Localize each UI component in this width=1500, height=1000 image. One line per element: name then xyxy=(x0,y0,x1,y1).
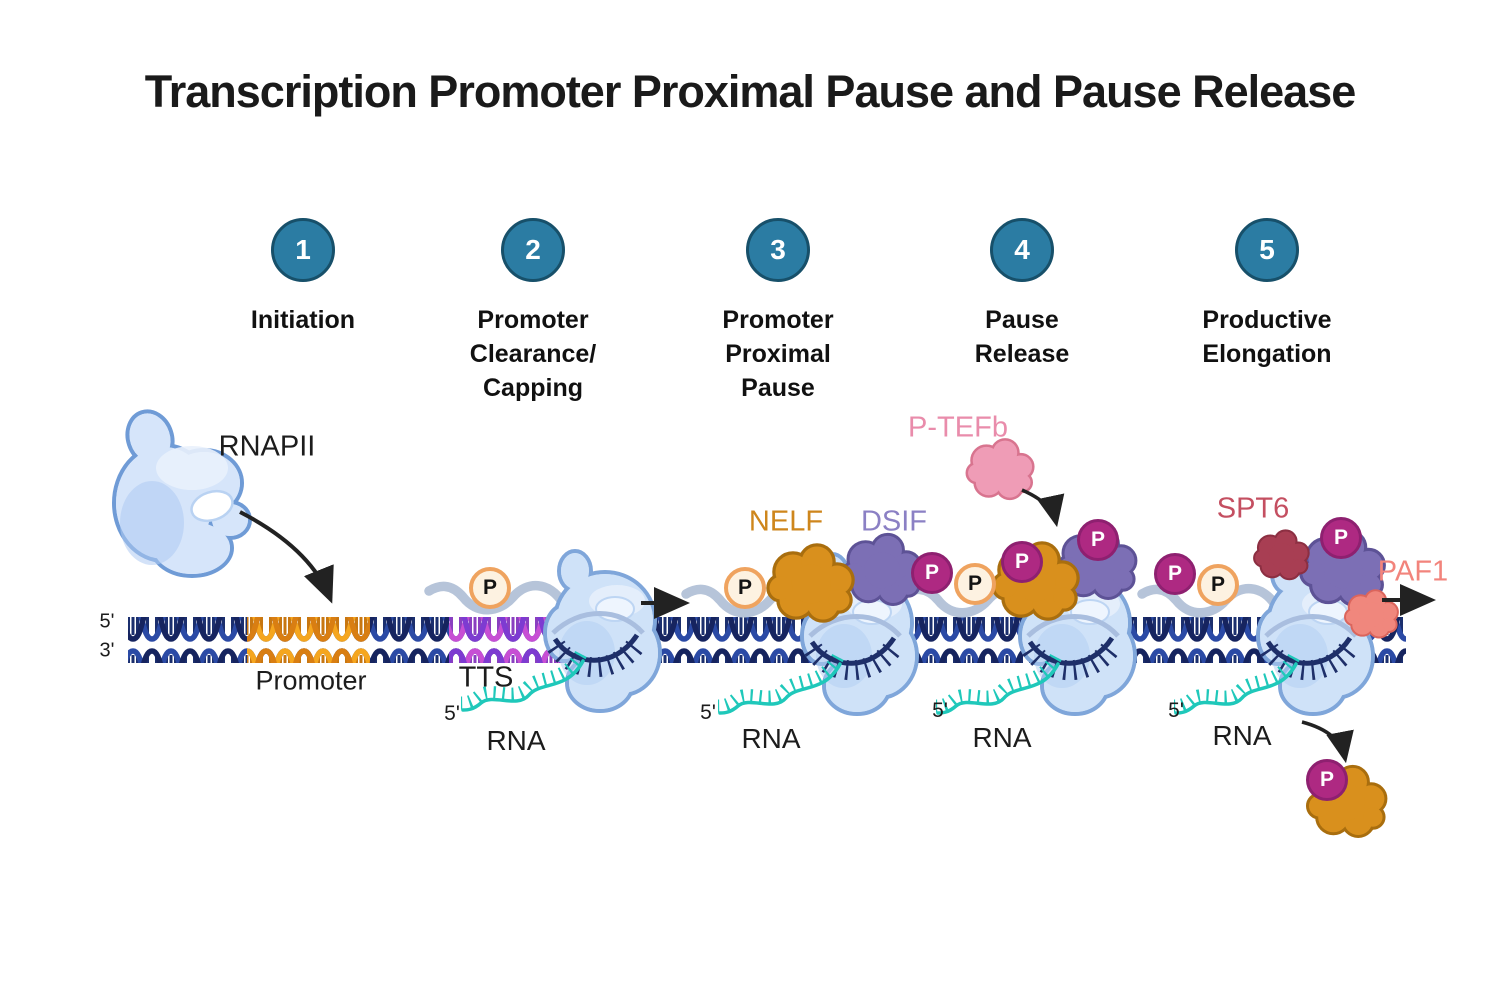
dna-promoter-region xyxy=(247,617,370,663)
rna-label-step3: RNA xyxy=(741,723,801,754)
rna-label-step4: RNA xyxy=(972,722,1032,753)
rna-label-step2: RNA xyxy=(486,725,546,756)
rnapii-label: RNAPII xyxy=(218,430,316,463)
step-2-label: Promoter Clearance/ Capping xyxy=(469,306,597,402)
step-3-number-badge: 3 xyxy=(746,218,810,282)
step-5-number-badge: 5 xyxy=(1235,218,1299,282)
paf1-label: PAF1 xyxy=(1377,555,1449,588)
spt6-blob xyxy=(1253,529,1310,581)
dna-helix xyxy=(128,617,1406,663)
tts-label: TTS xyxy=(458,661,514,694)
dsif-blob-step3 xyxy=(840,532,923,606)
step-3-label: Promoter Proximal Pause xyxy=(722,306,834,402)
nelf-label: NELF xyxy=(748,505,824,538)
step-4-number-badge: 4 xyxy=(990,218,1054,282)
phospho-badge-cream-step5: P xyxy=(1197,564,1239,606)
phospho-badge-cream-step2: P xyxy=(469,567,511,609)
step-1-label: Initiation xyxy=(250,306,356,334)
step-4-label: Pause Release xyxy=(974,306,1070,368)
paf1-blob xyxy=(1344,589,1399,639)
phospho-badge-ctd-step5: P xyxy=(1154,553,1196,595)
rna-5prime-step3: 5' xyxy=(700,701,716,724)
arrow-nelf-release xyxy=(1301,720,1354,764)
rna-5prime-step2: 5' xyxy=(444,702,460,725)
arrow-initiation xyxy=(239,510,334,604)
step-5-label: Productive Elongation xyxy=(1202,306,1332,368)
step-1-number-badge: 1 xyxy=(271,218,335,282)
phospho-badge-cream-step4: P xyxy=(954,563,996,605)
ptefb-label: P-TEFb xyxy=(908,411,1008,444)
rna-5prime-step4: 5' xyxy=(932,699,948,722)
phospho-badge-nelf-released: P xyxy=(1306,759,1348,801)
promoter-label: Promoter xyxy=(255,665,367,696)
arrow-ptefb-landing xyxy=(1021,488,1065,528)
step-2-number-badge: 2 xyxy=(501,218,565,282)
phospho-badge-ctd-step4: P xyxy=(911,552,953,594)
rna-label-step5: RNA xyxy=(1212,720,1272,751)
phospho-badge-cream-step3: P xyxy=(724,567,766,609)
spt6-label: SPT6 xyxy=(1216,492,1290,525)
phospho-badge-dsif-step5: P xyxy=(1320,517,1362,559)
rna-5prime-step5: 5' xyxy=(1168,699,1184,722)
dna-5prime-label: 5' xyxy=(99,610,115,633)
rnapii-free-blob xyxy=(112,409,252,578)
page-title: Transcription Promoter Proximal Pause an… xyxy=(144,66,1356,117)
phospho-badge-dsif-step4: P xyxy=(1077,519,1119,561)
dsif-label: DSIF xyxy=(860,505,928,538)
phospho-badge-nelf-step4: P xyxy=(1001,541,1043,583)
dna-3prime-label: 3' xyxy=(99,639,115,662)
